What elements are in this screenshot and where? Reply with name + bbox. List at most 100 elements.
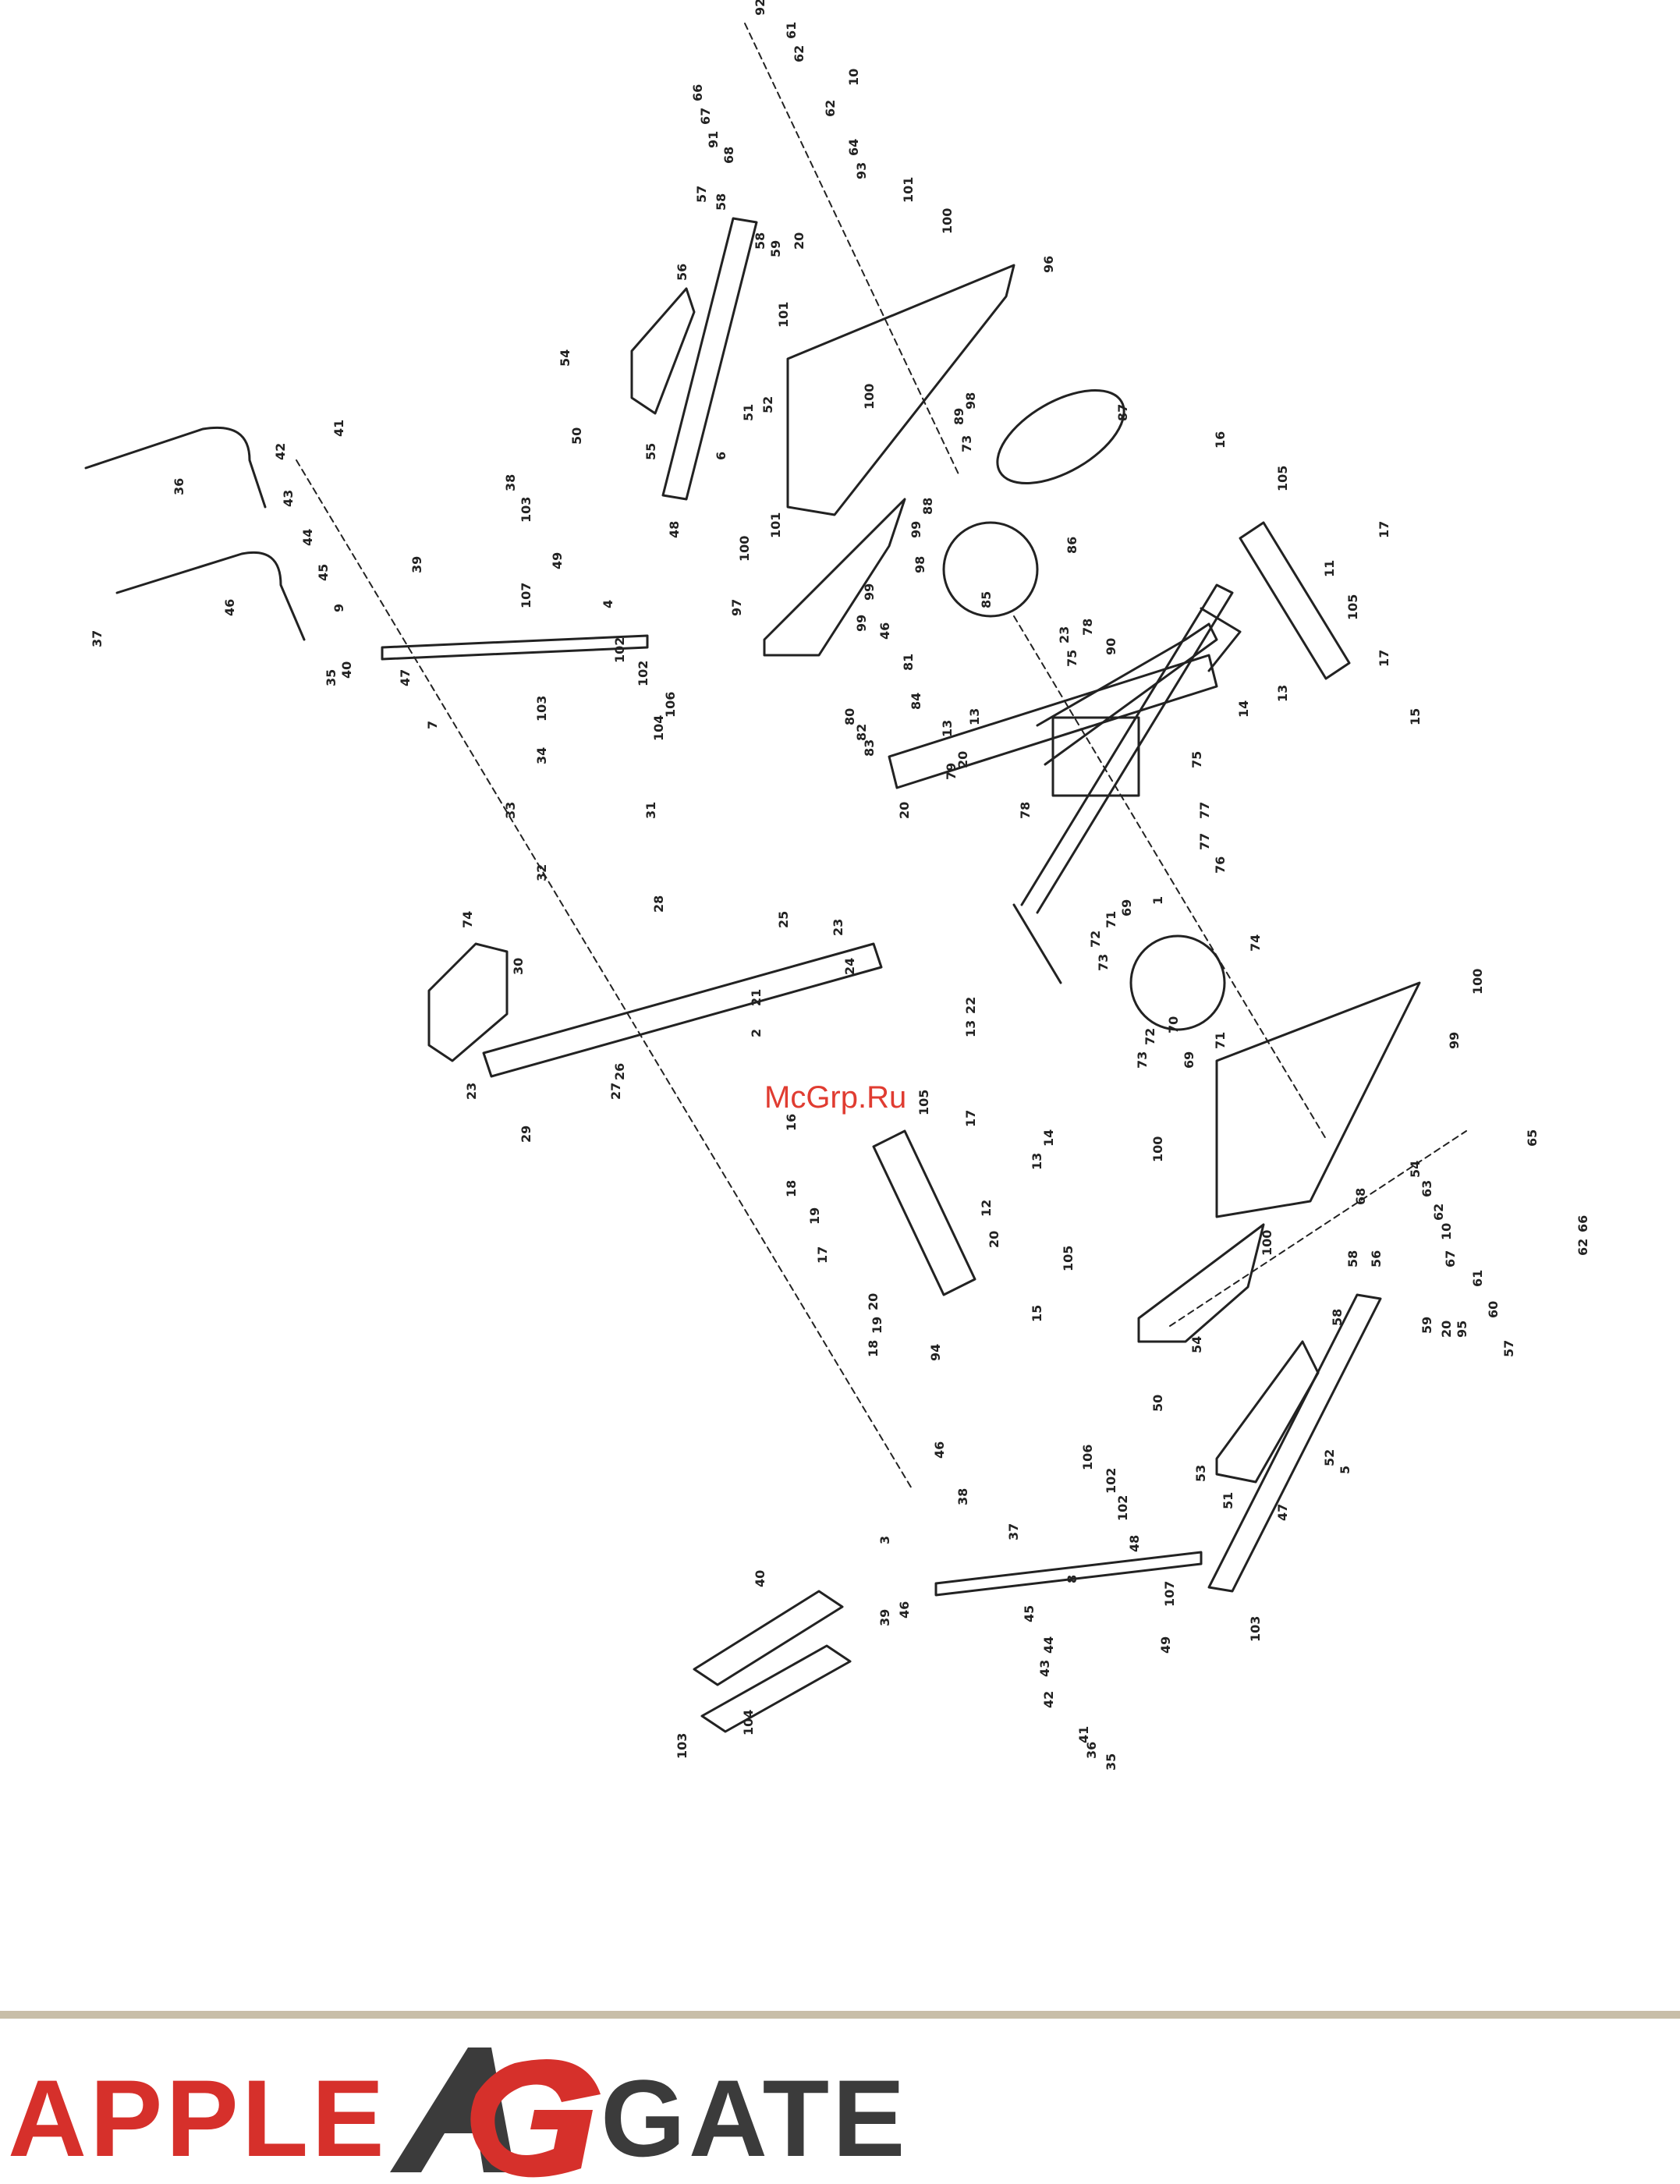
part-number-label: 30	[511, 958, 526, 975]
part-number-label: 104	[651, 715, 666, 741]
brand-mark-letters: AG	[382, 2032, 384, 2033]
part-number-label: 100	[862, 384, 877, 410]
lower-rail-3	[934, 1551, 1203, 1597]
part-number-label: 56	[1369, 1250, 1384, 1268]
part-number-label: 71	[1213, 1032, 1228, 1049]
part-number-label: 72	[1088, 931, 1103, 948]
part-number-label: 72	[1143, 1028, 1157, 1045]
upper-rail-4	[381, 634, 649, 661]
part-number-label: 27	[608, 1083, 623, 1100]
brand-left-text: APPLE	[8, 2057, 388, 2179]
part-number-label: 73	[959, 435, 974, 452]
part-number-label: 18	[784, 1180, 799, 1197]
part-number-label: 105	[1345, 594, 1360, 620]
part-number-label: 62	[1575, 1239, 1590, 1256]
part-number-label: 100	[737, 536, 752, 562]
part-number-label: 4	[601, 600, 615, 608]
part-number-label: 13	[967, 708, 982, 725]
part-number-label: 102	[1115, 1495, 1130, 1521]
part-number-label: 87	[1115, 404, 1130, 421]
part-number-label: 28	[651, 895, 666, 913]
part-number-label: 88	[920, 498, 935, 515]
part-number-label: 17	[1377, 650, 1391, 667]
part-number-label: 19	[870, 1317, 884, 1334]
stabilizer-11	[1239, 521, 1351, 680]
part-number-label: 16	[784, 1114, 799, 1131]
part-number-label: 57	[694, 186, 709, 203]
watermark-text: McGrp.Ru	[764, 1080, 907, 1115]
part-number-label: 77	[1197, 833, 1212, 850]
part-number-label: 94	[928, 1344, 943, 1361]
part-number-label: 97	[729, 599, 744, 616]
part-number-label: 60	[1486, 1301, 1501, 1318]
side-cover-96	[786, 264, 1015, 516]
part-number-label: 23	[464, 1083, 479, 1100]
part-number-label: 54	[1408, 1161, 1423, 1178]
part-number-label: 74	[1248, 934, 1263, 952]
part-number-label: 71	[1104, 911, 1118, 928]
part-number-label: 24	[842, 958, 857, 975]
part-number-label: 80	[842, 708, 857, 725]
part-number-label: 49	[550, 552, 565, 569]
part-number-label: 100	[1470, 969, 1485, 994]
part-number-label: 18	[866, 1340, 881, 1357]
part-number-label: 52	[1322, 1449, 1337, 1466]
part-number-label: 2	[749, 1029, 764, 1037]
part-number-label: 3	[877, 1536, 892, 1544]
part-number-label: 39	[877, 1609, 892, 1626]
part-number-label: 67	[698, 108, 713, 125]
part-number-label: 62	[823, 100, 838, 117]
part-number-label: 107	[1162, 1581, 1177, 1607]
part-number-label: 58	[753, 232, 767, 250]
part-number-label: 13	[1030, 1153, 1044, 1170]
part-number-label: 58	[714, 193, 728, 211]
part-number-label: 77	[1197, 802, 1212, 819]
part-number-label: 11	[1322, 560, 1337, 577]
part-number-label: 74	[460, 911, 475, 928]
part-number-label: 49	[1158, 1636, 1173, 1654]
part-number-label: 25	[776, 911, 791, 928]
part-number-label: 53	[1193, 1465, 1208, 1482]
part-number-label: 36	[172, 478, 186, 495]
handlebar-9	[115, 551, 306, 641]
part-number-label: 45	[316, 564, 331, 581]
part-number-label: 20	[987, 1231, 1001, 1248]
part-number-label: 8	[1065, 1575, 1079, 1583]
part-number-label: 99	[854, 615, 869, 632]
part-number-label: 43	[281, 490, 296, 507]
part-number-label: 17	[815, 1246, 830, 1264]
long-rail-2	[482, 942, 883, 1078]
part-number-label: 29	[519, 1126, 533, 1143]
part-number-label: 46	[877, 622, 892, 640]
part-number-label: 45	[1022, 1605, 1037, 1622]
part-number-label: 101	[776, 302, 791, 328]
part-number-label: 10	[846, 69, 861, 86]
part-number-label: 65	[1525, 1129, 1540, 1147]
part-number-label: 14	[1236, 700, 1251, 718]
part-number-label: 105	[1275, 466, 1290, 491]
part-number-label: 59	[768, 240, 783, 257]
part-number-label: 99	[862, 583, 877, 601]
side-cover-94	[1215, 981, 1421, 1218]
part-number-label: 57	[1501, 1340, 1516, 1357]
part-number-label: 103	[1248, 1616, 1263, 1642]
part-number-label: 12	[979, 1200, 994, 1217]
part-number-label: 19	[807, 1207, 822, 1225]
part-number-label: 75	[1189, 751, 1204, 768]
main-frame	[888, 583, 1242, 984]
part-number-label: 23	[1057, 626, 1072, 644]
part-number-label: 21	[749, 989, 764, 1006]
part-number-label: 61	[784, 22, 799, 39]
part-number-label: 103	[534, 696, 549, 722]
part-number-label: 98	[963, 392, 978, 410]
part-number-label: 22	[963, 997, 978, 1014]
part-number-label: 85	[979, 591, 994, 608]
part-number-label: 70	[1166, 1016, 1181, 1034]
side-cover-95	[1137, 1223, 1265, 1343]
part-number-label: 105	[1061, 1246, 1076, 1271]
brand-right-text: GATE	[601, 2057, 909, 2179]
part-number-label: 102	[1104, 1468, 1118, 1494]
brand-logo: APPLE AG GATE	[0, 2024, 936, 2180]
part-number-label: 76	[1213, 856, 1228, 874]
